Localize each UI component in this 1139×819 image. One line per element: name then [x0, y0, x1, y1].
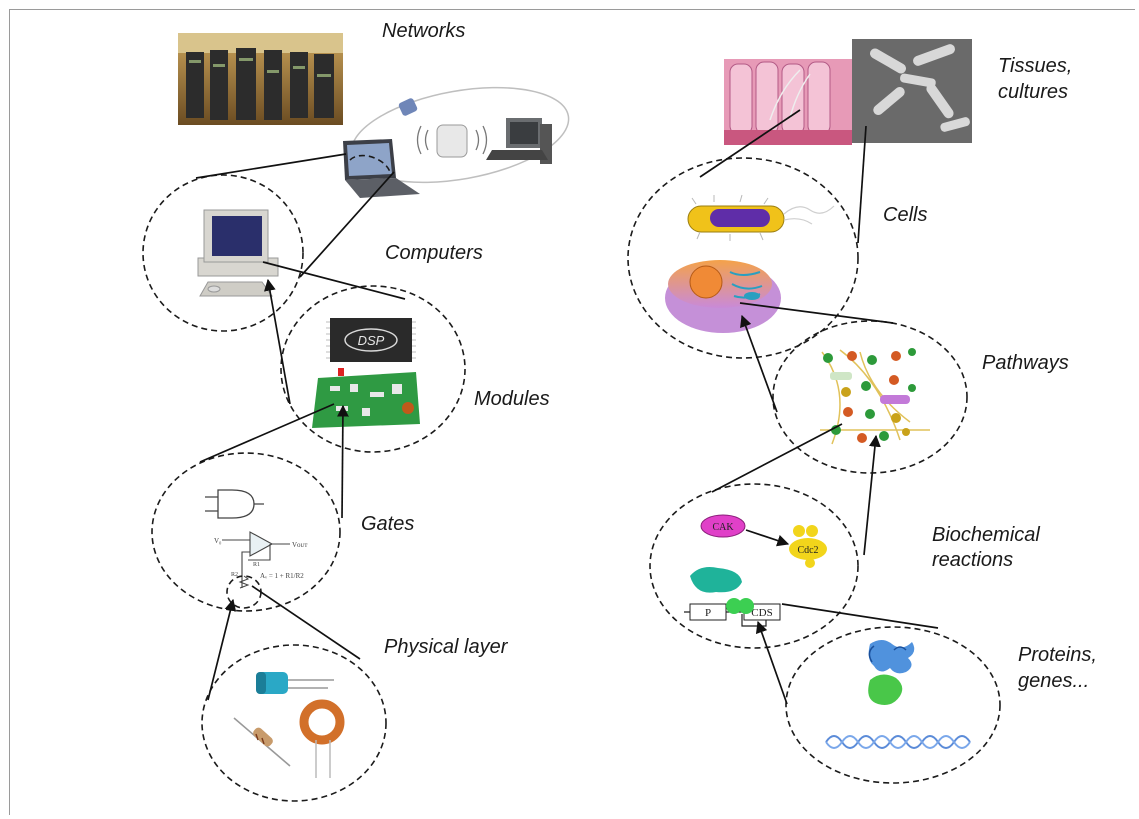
link-computers-laptop-2 — [299, 171, 395, 278]
op-amp-icon — [222, 531, 290, 589]
bacteria-culture-image — [852, 39, 972, 143]
dna-helix-icon — [825, 735, 971, 749]
bacterium-icon — [687, 194, 835, 241]
laptop-icon — [343, 139, 420, 198]
proteins-label-line2: genes... — [1018, 670, 1089, 692]
protein-structure-icon — [868, 640, 915, 705]
arrow-cak-to-cdc2 — [745, 529, 790, 547]
promoter-label: P — [705, 607, 711, 619]
dsp-chip-icon: DSP — [326, 318, 416, 362]
tissue-section-image — [724, 59, 852, 145]
physical-layer-circle — [201, 644, 387, 802]
cells-label: Cells — [883, 204, 927, 226]
arrow-biochemical-to-pathways — [863, 434, 881, 556]
gene-promoter-icon: P CDS — [684, 567, 781, 627]
networks-label: Networks — [382, 20, 465, 42]
arrow-modules-to-computers — [264, 278, 291, 405]
physical-layer-label: Physical layer — [384, 636, 509, 658]
biochemical-label-line1: Biochemical — [932, 524, 1040, 546]
pathway-network-icon — [820, 348, 930, 445]
computers-circle — [142, 174, 304, 332]
dsp-chip-label: DSP — [358, 333, 385, 348]
circuit-board-icon — [312, 368, 420, 428]
computer-icon — [197, 209, 279, 297]
biochemical-circle — [649, 483, 859, 649]
resistor-icon — [233, 717, 291, 767]
tissues-label-line2: cultures — [998, 81, 1068, 103]
laptop-dashed-link — [349, 154, 391, 173]
link-cells-tissue — [699, 109, 801, 178]
link-computers-laptop — [195, 153, 347, 179]
server-racks-photo — [178, 33, 343, 125]
link-physical-to-gates — [251, 585, 361, 660]
link-pathways-cells — [739, 302, 894, 324]
cdc2-complex: Cdc2 — [789, 525, 827, 568]
and-gate-icon — [205, 489, 264, 519]
pathways-circle — [772, 320, 968, 474]
proteins-genes-circle — [785, 626, 1001, 784]
tissues-label-line1: Tissues, — [998, 55, 1072, 77]
modules-circle — [280, 285, 466, 453]
r2-label: R2 — [231, 572, 238, 578]
proteins-label-line1: Proteins, — [1018, 644, 1097, 666]
arrow-physical-to-gates — [207, 598, 237, 701]
link-biochemical-pathways — [711, 423, 843, 493]
arrow-gates-to-modules — [336, 404, 349, 519]
arrow-pathways-to-cells — [740, 314, 778, 413]
cells-circle — [627, 157, 859, 359]
cak-label: CAK — [712, 522, 734, 533]
cds-label: CDS — [751, 607, 772, 619]
cdc2-label: Cdc2 — [797, 545, 818, 556]
link-cells-culture — [857, 125, 867, 244]
v-out-label: Vᴏᴜᴛ — [292, 541, 307, 549]
modules-label: Modules — [474, 388, 550, 410]
inductor-icon — [299, 699, 345, 778]
gates-circle — [151, 452, 341, 612]
desktop-pc-icon — [486, 118, 552, 164]
pathways-label: Pathways — [982, 352, 1069, 374]
link-modules-computers — [262, 261, 406, 300]
v-in-label: V₀ — [214, 537, 222, 545]
computers-label: Computers — [385, 242, 483, 264]
link-gates-modules — [199, 403, 335, 463]
gates-label: Gates — [361, 513, 414, 535]
eukaryotic-cell-icon — [665, 260, 781, 333]
pda-icon — [398, 98, 418, 116]
gain-formula: Aᵥ = 1 + R1/R2 — [260, 572, 304, 580]
capacitor-icon — [256, 672, 334, 694]
figure-frame — [9, 9, 1135, 815]
cak-node: CAK — [700, 514, 746, 538]
biochemical-label-line2: reactions — [932, 549, 1013, 571]
link-proteins-biochemical — [781, 603, 939, 629]
wifi-router-icon — [416, 124, 488, 158]
arrow-proteins-to-biochemical — [755, 620, 788, 705]
r1-label: R1 — [253, 562, 260, 568]
